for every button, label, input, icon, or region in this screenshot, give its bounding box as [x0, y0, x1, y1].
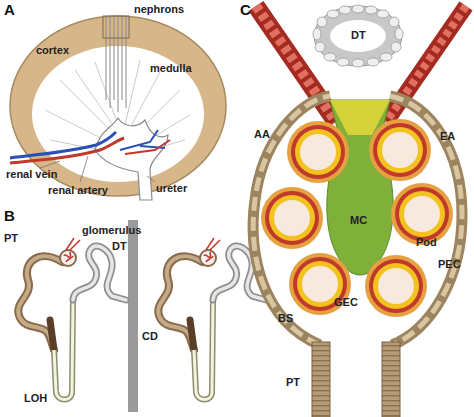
- part-label: cortex: [36, 44, 69, 56]
- part-label: PT: [286, 376, 300, 388]
- part-label: renal vein: [6, 168, 57, 180]
- part-label: AA: [254, 128, 270, 140]
- panel-letter: B: [4, 208, 15, 225]
- part-label: LOH: [24, 392, 47, 404]
- part-label: MC: [350, 214, 367, 226]
- part-label: DT: [112, 240, 127, 252]
- part-label: BS: [278, 312, 293, 324]
- part-label: nephrons: [134, 3, 184, 15]
- part-label: Pod: [416, 236, 437, 248]
- part-label: EA: [440, 130, 455, 142]
- part-label: GEC: [334, 296, 358, 308]
- part-label: glomerulus: [82, 224, 141, 236]
- part-label: medulla: [150, 62, 192, 74]
- part-label: PT: [4, 232, 18, 244]
- part-label: DT: [351, 29, 366, 41]
- part-label: renal artery: [48, 184, 108, 196]
- part-label: CD: [142, 330, 158, 342]
- panel-letter: C: [240, 2, 251, 19]
- part-label: PEC: [438, 258, 461, 270]
- panel-letter: A: [4, 2, 15, 19]
- part-label: ureter: [156, 182, 187, 194]
